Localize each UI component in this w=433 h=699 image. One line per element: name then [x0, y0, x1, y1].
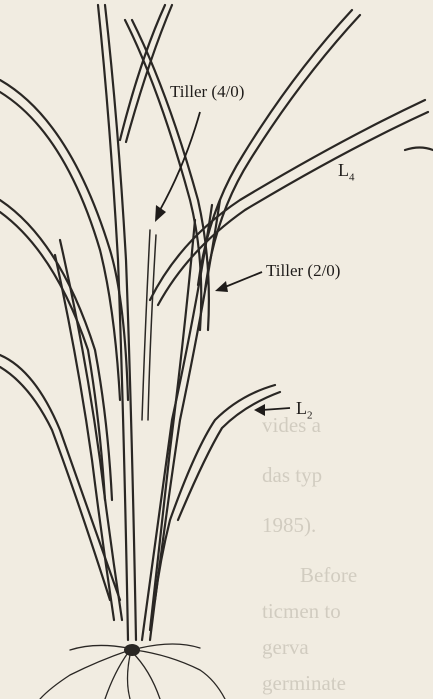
bleed-line-5: ticmen to — [262, 599, 341, 623]
label-leaf-2-sub: 2 — [307, 410, 313, 422]
bleed-line-6: gerva — [262, 635, 309, 659]
bleed-line-3: 1985). — [262, 513, 316, 537]
label-tiller-4: Tiller (4/0) — [170, 82, 244, 102]
label-leaf-4-sub: 4 — [349, 172, 355, 184]
bleed-line-7: germinate — [262, 671, 346, 695]
bleed-line-4: Before — [300, 563, 357, 587]
label-tiller-2: Tiller (2/0) — [266, 261, 340, 281]
label-leaf-4-main: L — [338, 160, 349, 180]
bleed-line-1: vides a — [262, 413, 322, 437]
label-leaf-4: L4 — [338, 160, 355, 184]
bleed-line-2: das typ — [262, 463, 322, 487]
label-leaf-2: L2 — [296, 398, 313, 422]
label-leaf-2-main: L — [296, 398, 307, 418]
crown — [124, 644, 140, 656]
